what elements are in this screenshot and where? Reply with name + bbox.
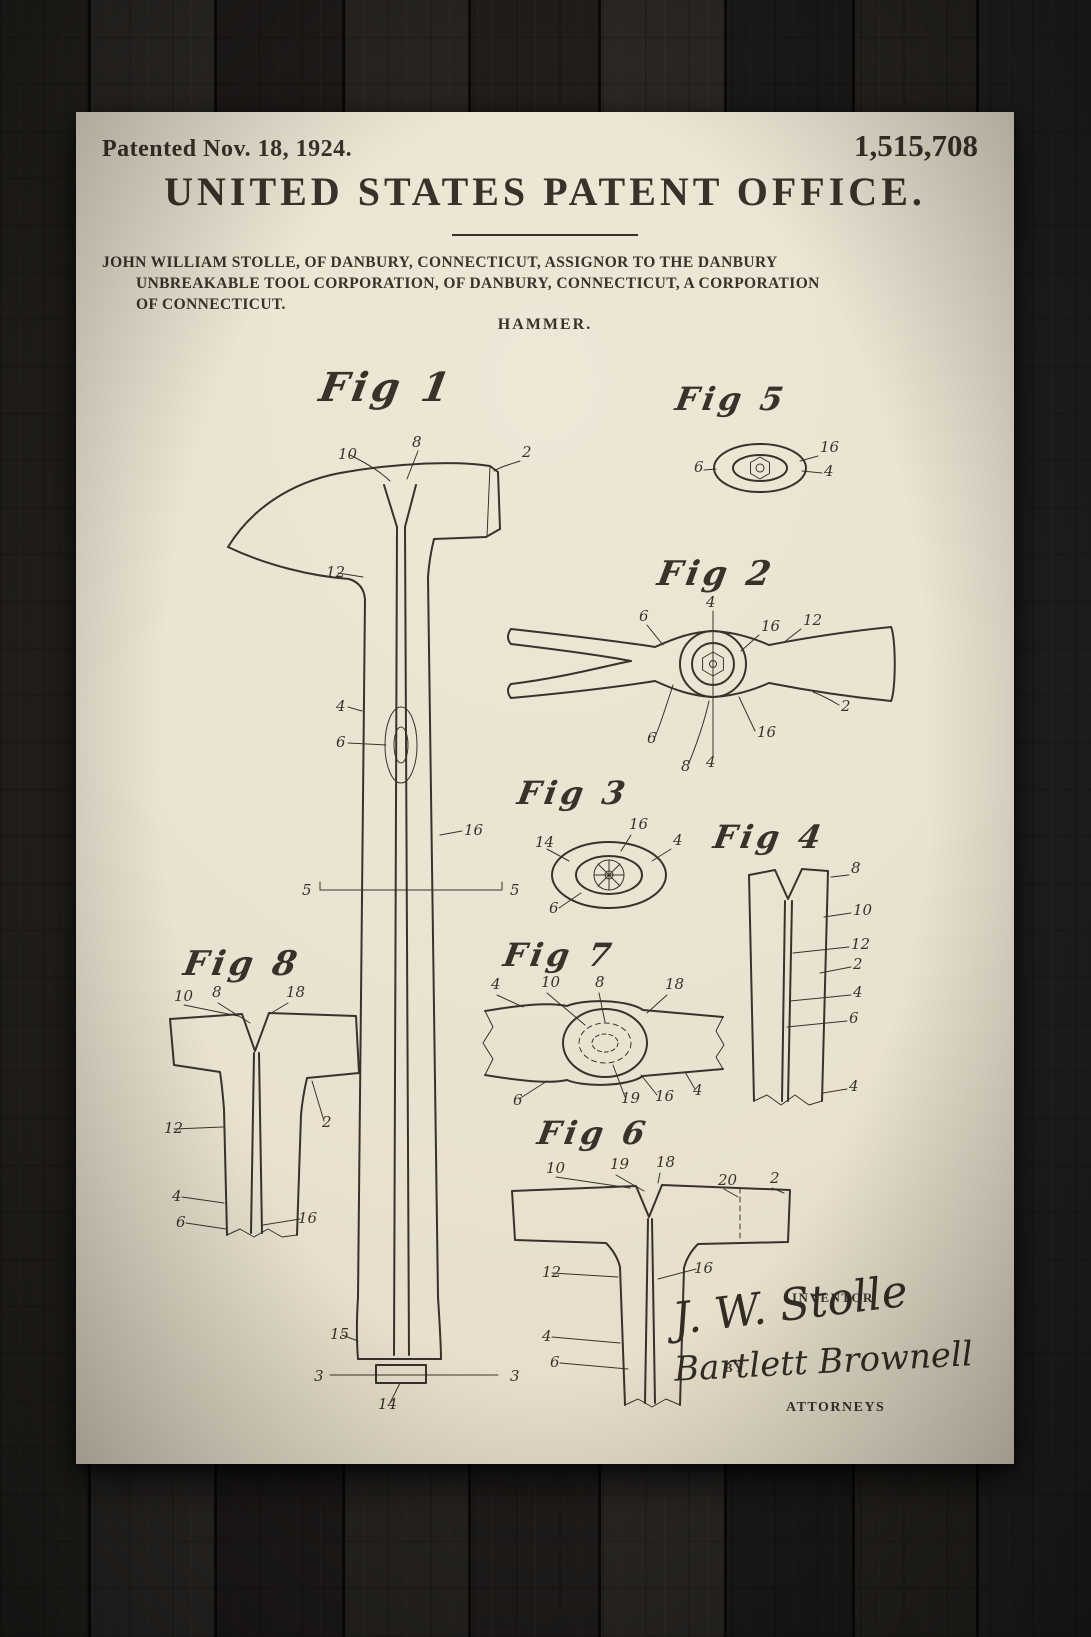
ref-numeral: 10 xyxy=(541,973,561,991)
ref-numeral: 6 xyxy=(176,1213,186,1231)
title-rule xyxy=(452,234,638,236)
fig2-head-outline xyxy=(508,611,895,757)
fig2-drawing: 6 4 16 12 2 6 4 16 8 xyxy=(505,595,900,775)
patented-date: Patented Nov. 18, 1924. xyxy=(102,136,352,163)
ref-numeral: 4 xyxy=(852,983,863,1001)
ref-numeral: 18 xyxy=(656,1153,675,1171)
ref-numeral: 5 xyxy=(302,881,312,899)
ref-numeral: 6 xyxy=(849,1009,859,1027)
fig1-label: Fig 1 xyxy=(316,364,458,411)
fig6-ref-numerals: 10 19 18 20 2 12 16 4 6 xyxy=(541,1153,780,1371)
patent-number: 1,515,708 xyxy=(854,128,978,164)
ref-numeral: 16 xyxy=(761,617,781,635)
ref-numeral: 4 xyxy=(705,593,716,611)
fig3-section-outline xyxy=(552,842,666,908)
ref-numeral: 4 xyxy=(823,462,834,480)
ref-numeral: 20 xyxy=(717,1171,738,1189)
ref-numeral: 10 xyxy=(853,901,873,919)
ref-numeral: 5 xyxy=(510,881,520,899)
ref-numeral: 12 xyxy=(803,611,822,629)
fig1-ref-numerals: 10 8 2 12 4 6 16 5 5 15 3 3 14 xyxy=(302,433,532,1413)
invention-title: HAMMER. xyxy=(76,316,1014,334)
assignment-line-2: UNBREAKABLE TOOL CORPORATION, OF DANBURY… xyxy=(102,273,988,294)
ref-numeral: 14 xyxy=(535,833,554,851)
fig1-drawing: 10 8 2 12 4 6 16 5 5 15 3 3 14 xyxy=(200,425,540,1415)
ref-numeral: 8 xyxy=(681,757,691,775)
fig6-leader-lines xyxy=(552,1173,784,1369)
ref-numeral: 12 xyxy=(542,1263,561,1281)
ref-numeral: 16 xyxy=(820,438,840,456)
fig7-drawing: 4 10 8 18 6 19 16 4 xyxy=(465,975,740,1110)
ref-numeral: 6 xyxy=(336,733,346,751)
fig2-ref-numerals: 6 4 16 12 2 6 4 16 8 xyxy=(639,593,851,775)
fig4-label: Fig 4 xyxy=(711,818,828,856)
ref-numeral: 3 xyxy=(314,1367,324,1385)
fig3-drawing: 14 16 4 6 xyxy=(525,815,690,925)
fig6-label: Fig 6 xyxy=(535,1114,652,1152)
page-title: UNITED STATES PATENT OFFICE. xyxy=(76,168,1014,215)
fig2-leader-lines xyxy=(647,625,839,763)
ref-numeral: 19 xyxy=(610,1155,630,1173)
patent-sheet: Patented Nov. 18, 1924. 1,515,708 UNITED… xyxy=(76,112,1014,1464)
fig5-section-outline xyxy=(714,444,806,492)
fig4-leader-lines xyxy=(787,875,851,1093)
fig8-ref-numerals: 10 8 18 12 2 4 6 16 xyxy=(164,983,332,1231)
ref-numeral: 16 xyxy=(757,723,777,741)
ref-numeral: 4 xyxy=(171,1187,182,1205)
ref-numeral: 18 xyxy=(286,983,305,1001)
ref-numeral: 8 xyxy=(212,983,222,1001)
ref-numeral: 16 xyxy=(298,1209,318,1227)
ref-numeral: 4 xyxy=(490,975,501,993)
ref-numeral: 19 xyxy=(621,1089,641,1107)
ref-numeral: 4 xyxy=(541,1327,552,1345)
ref-numeral: 10 xyxy=(546,1159,566,1177)
ref-numeral: 16 xyxy=(655,1087,675,1105)
fig5-drawing: 6 16 4 xyxy=(690,430,850,500)
ref-numeral: 6 xyxy=(694,458,704,476)
ref-numeral: 6 xyxy=(513,1091,523,1109)
ref-numeral: 4 xyxy=(672,831,683,849)
fig4-ref-numerals: 8 10 12 2 4 6 4 xyxy=(848,859,873,1095)
ref-numeral: 6 xyxy=(549,899,559,917)
ref-numeral: 4 xyxy=(848,1077,859,1095)
attorneys-label: ATTORNEYS xyxy=(786,1400,885,1416)
fig4-handle-outline xyxy=(749,869,828,1105)
fig5-label: Fig 5 xyxy=(673,380,790,418)
ref-numeral: 15 xyxy=(330,1325,349,1343)
ref-numeral: 2 xyxy=(852,955,863,973)
ref-numeral: 16 xyxy=(694,1259,714,1277)
ref-numeral: 18 xyxy=(665,975,684,993)
ref-numeral: 14 xyxy=(378,1395,397,1413)
ref-numeral: 2 xyxy=(521,443,532,461)
ref-numeral: 6 xyxy=(550,1353,560,1371)
ref-numeral: 2 xyxy=(840,697,851,715)
fig2-label: Fig 2 xyxy=(654,554,777,594)
ref-numeral: 2 xyxy=(321,1113,332,1131)
ref-numeral: 10 xyxy=(338,445,358,463)
ref-numeral: 6 xyxy=(647,729,657,747)
ref-numeral: 10 xyxy=(174,987,194,1005)
assignment-paragraph: JOHN WILLIAM STOLLE, OF DANBURY, CONNECT… xyxy=(102,252,988,315)
ref-numeral: 12 xyxy=(326,563,345,581)
assignment-line-3: OF CONNECTICUT. xyxy=(102,294,988,315)
ref-numeral: 8 xyxy=(851,859,861,877)
ref-numeral: 8 xyxy=(595,973,605,991)
fig7-ref-numerals: 4 10 8 18 6 19 16 4 xyxy=(490,973,703,1109)
ref-numeral: 12 xyxy=(851,935,870,953)
fig8-drawing: 10 8 18 12 2 4 6 16 xyxy=(160,985,380,1250)
ref-numeral: 4 xyxy=(692,1081,703,1099)
ref-numeral: 2 xyxy=(769,1169,780,1187)
ref-numeral: 16 xyxy=(629,815,649,833)
ref-numeral: 12 xyxy=(164,1119,183,1137)
ref-numeral: 8 xyxy=(412,433,422,451)
ref-numeral: 6 xyxy=(639,607,649,625)
ref-numeral: 4 xyxy=(705,753,716,771)
fig4-drawing: 8 10 12 2 4 6 4 xyxy=(735,855,880,1115)
assignment-line-1: JOHN WILLIAM STOLLE, OF DANBURY, CONNECT… xyxy=(102,252,988,273)
ref-numeral: 4 xyxy=(335,697,346,715)
ref-numeral: 16 xyxy=(464,821,484,839)
